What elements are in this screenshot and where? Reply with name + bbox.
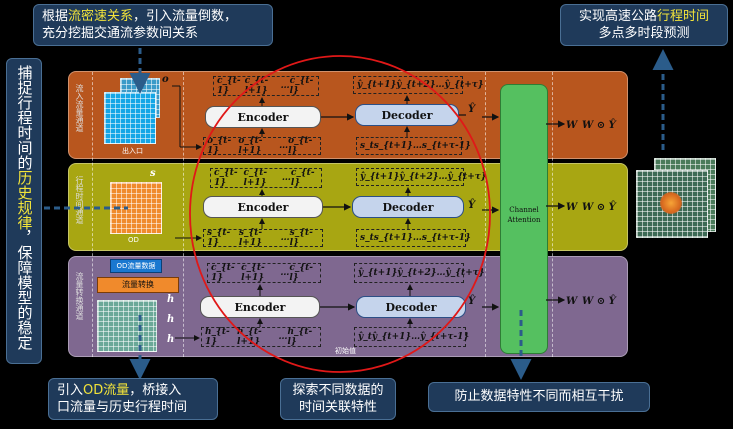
- weighted-result-flow-conversion: W ⊙ Ŷ: [582, 296, 616, 307]
- pred-seq-inflow: ŷ_{t+1}ŷ_{t+2}…ŷ_{t+τ}: [353, 76, 484, 94]
- band-label-flow-conversion: 流量转换通道: [75, 272, 84, 320]
- weighted-result-travel-time: W ⊙ Ŷ: [582, 202, 616, 213]
- conversion-sublabel: 初始值: [335, 347, 356, 355]
- conversion-grid-image: [97, 300, 157, 352]
- context-seq-travel-time: c_{t-1}c_{t-l+1}…c_{t-l}: [210, 168, 322, 188]
- od-flow-data-label: OD流量数据: [110, 259, 162, 273]
- channel-attention-block: Channel Attention: [500, 84, 548, 354]
- history-pattern-callout: 捕捉行程时间的历史规律，保障模型的稳定: [6, 58, 42, 364]
- interference-callout: 防止数据特性不同而相互干扰: [428, 382, 650, 412]
- band-label-travel-time: 行程时间通道: [75, 176, 84, 224]
- output-y-flow-conversion: Ŷ: [468, 296, 476, 307]
- inflow-symbol: o: [162, 74, 169, 85]
- flow-density-callout: 根据流密速关系，引入流量倒数， 充分挖掘交通流参数间关系: [33, 4, 273, 46]
- flow-density-line2: 充分挖掘交通流参数间关系: [42, 26, 199, 41]
- separator-2: [183, 72, 184, 357]
- interference-text: 防止数据特性不同而相互干扰: [454, 389, 624, 404]
- output-hotspot: [660, 192, 682, 214]
- output-y-inflow: Ŷ: [468, 104, 476, 115]
- history-seq-inflow: o_{t-1}o_{t-l+1}…o_{t-l}: [203, 136, 321, 156]
- decoder-travel-time: Decoder: [352, 196, 464, 218]
- od-flow-line1: 引入OD流量，桥接入: [57, 383, 182, 398]
- output-y-travel-time: Ŷ: [468, 200, 476, 211]
- weight-inflow: W: [566, 120, 578, 131]
- prediction-target-line1: 实现高速公路行程时间: [578, 9, 710, 24]
- separator-4: [552, 72, 553, 357]
- history-seq-flow-conversion: h_{t-1}h_{t-l+1}…h_{t-l}: [201, 327, 321, 347]
- prediction-target-line2: 多点多时段预测: [598, 26, 690, 41]
- inflow-sublabel: 出入口: [122, 147, 143, 155]
- history-seq-travel-time: s_{t-1}s_{t-l+1}…s_{t-l}: [203, 228, 323, 248]
- od-flow-line2: 口流量与历史行程时间: [57, 400, 188, 415]
- weight-flow-conversion: W: [566, 296, 578, 307]
- encoder-inflow: Encoder: [205, 106, 321, 128]
- temporal-correlation-line2: 时间关联特性: [298, 400, 377, 415]
- weighted-result-inflow: W ⊙ Ŷ: [582, 120, 616, 131]
- od-flow-callout: 引入OD流量，桥接入 口流量与历史行程时间: [48, 378, 218, 420]
- decoder-inflow: Decoder: [355, 104, 459, 126]
- separator-3: [485, 72, 486, 357]
- conversion-symbol-3: h: [167, 334, 175, 345]
- flow-convert-box: 流量转换: [97, 277, 179, 293]
- pred-seq-flow-conversion: ŷ_{t+1}ŷ_{t+2}…ŷ_{t+τ}: [354, 263, 485, 283]
- output-grid-front: [636, 170, 708, 238]
- channel-attention-label: Channel Attention: [507, 206, 541, 224]
- od-symbol: s: [150, 168, 156, 179]
- encoder-flow-conversion: Encoder: [200, 296, 320, 318]
- weight-travel-time: W: [566, 202, 578, 213]
- context-seq-flow-conversion: c_{t-1}c_{t-l+1}…c_{t-l}: [207, 263, 321, 283]
- temporal-correlation-line1: 探索不同数据的: [292, 383, 384, 398]
- od-sublabel: OD: [128, 236, 139, 244]
- inflow-grid-image-front: [104, 92, 156, 144]
- prediction-target-callout: 实现高速公路行程时间 多点多时段预测: [560, 4, 728, 46]
- pred-seq-travel-time: ŷ_{t+1}ŷ_{t+2}…ŷ_{t+τ}: [356, 168, 487, 186]
- separator-1: [92, 72, 93, 357]
- flow-density-line1: 根据流密速关系，引入流量倒数，: [42, 9, 238, 24]
- history-pattern-text: 捕捉行程时间的历史规律，保障模型的稳定: [15, 65, 34, 350]
- band-label-inflow: 流入流量通道: [75, 84, 84, 132]
- conversion-symbol-2: h: [167, 314, 175, 325]
- conversion-symbol-1: h: [167, 294, 175, 305]
- decoder-flow-conversion: Decoder: [356, 296, 466, 318]
- encoder-travel-time: Encoder: [203, 196, 323, 218]
- temporal-correlation-callout: 探索不同数据的 时间关联特性: [280, 378, 396, 420]
